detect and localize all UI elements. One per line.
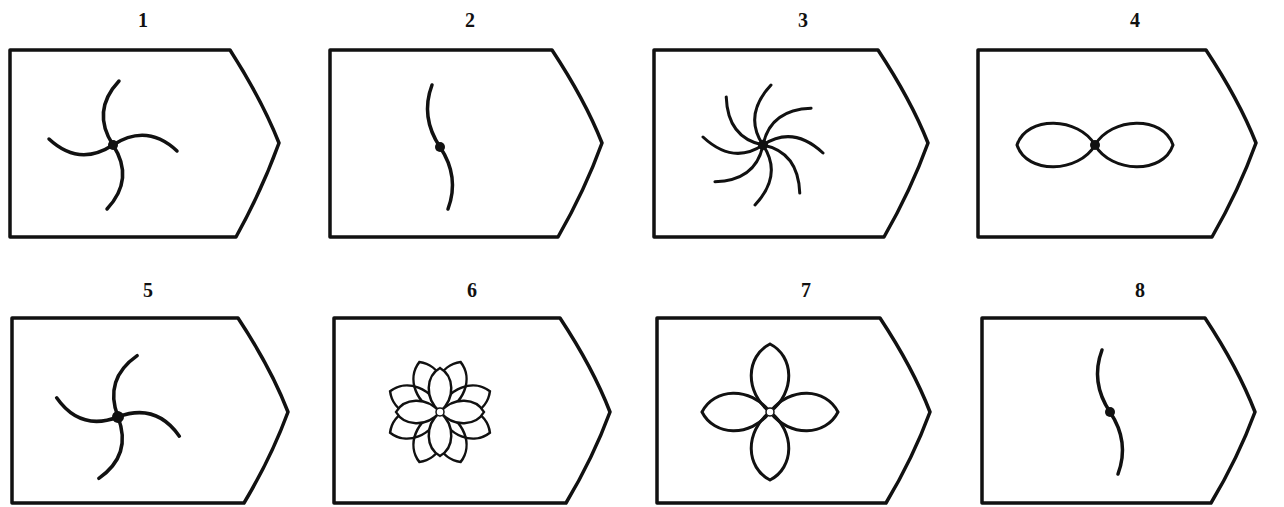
propeller-figure [703,85,823,205]
figure-number: 3 [798,10,808,30]
propeller-figure [49,81,177,209]
figure-number: 2 [465,10,475,30]
figure-number: 4 [1130,10,1140,30]
figure-number: 1 [138,10,148,30]
tag-outline [10,50,1256,503]
figure-number: 6 [467,280,477,300]
petal-figure [1017,123,1173,167]
figure-number: 8 [1135,280,1145,300]
figure-number: 7 [801,280,811,300]
flower-figure [385,357,496,468]
petal-figure [702,344,838,480]
propeller-figure [1098,350,1123,474]
propeller-figure [42,341,194,493]
propeller-figure [428,85,453,209]
figure-number: 5 [143,280,153,300]
